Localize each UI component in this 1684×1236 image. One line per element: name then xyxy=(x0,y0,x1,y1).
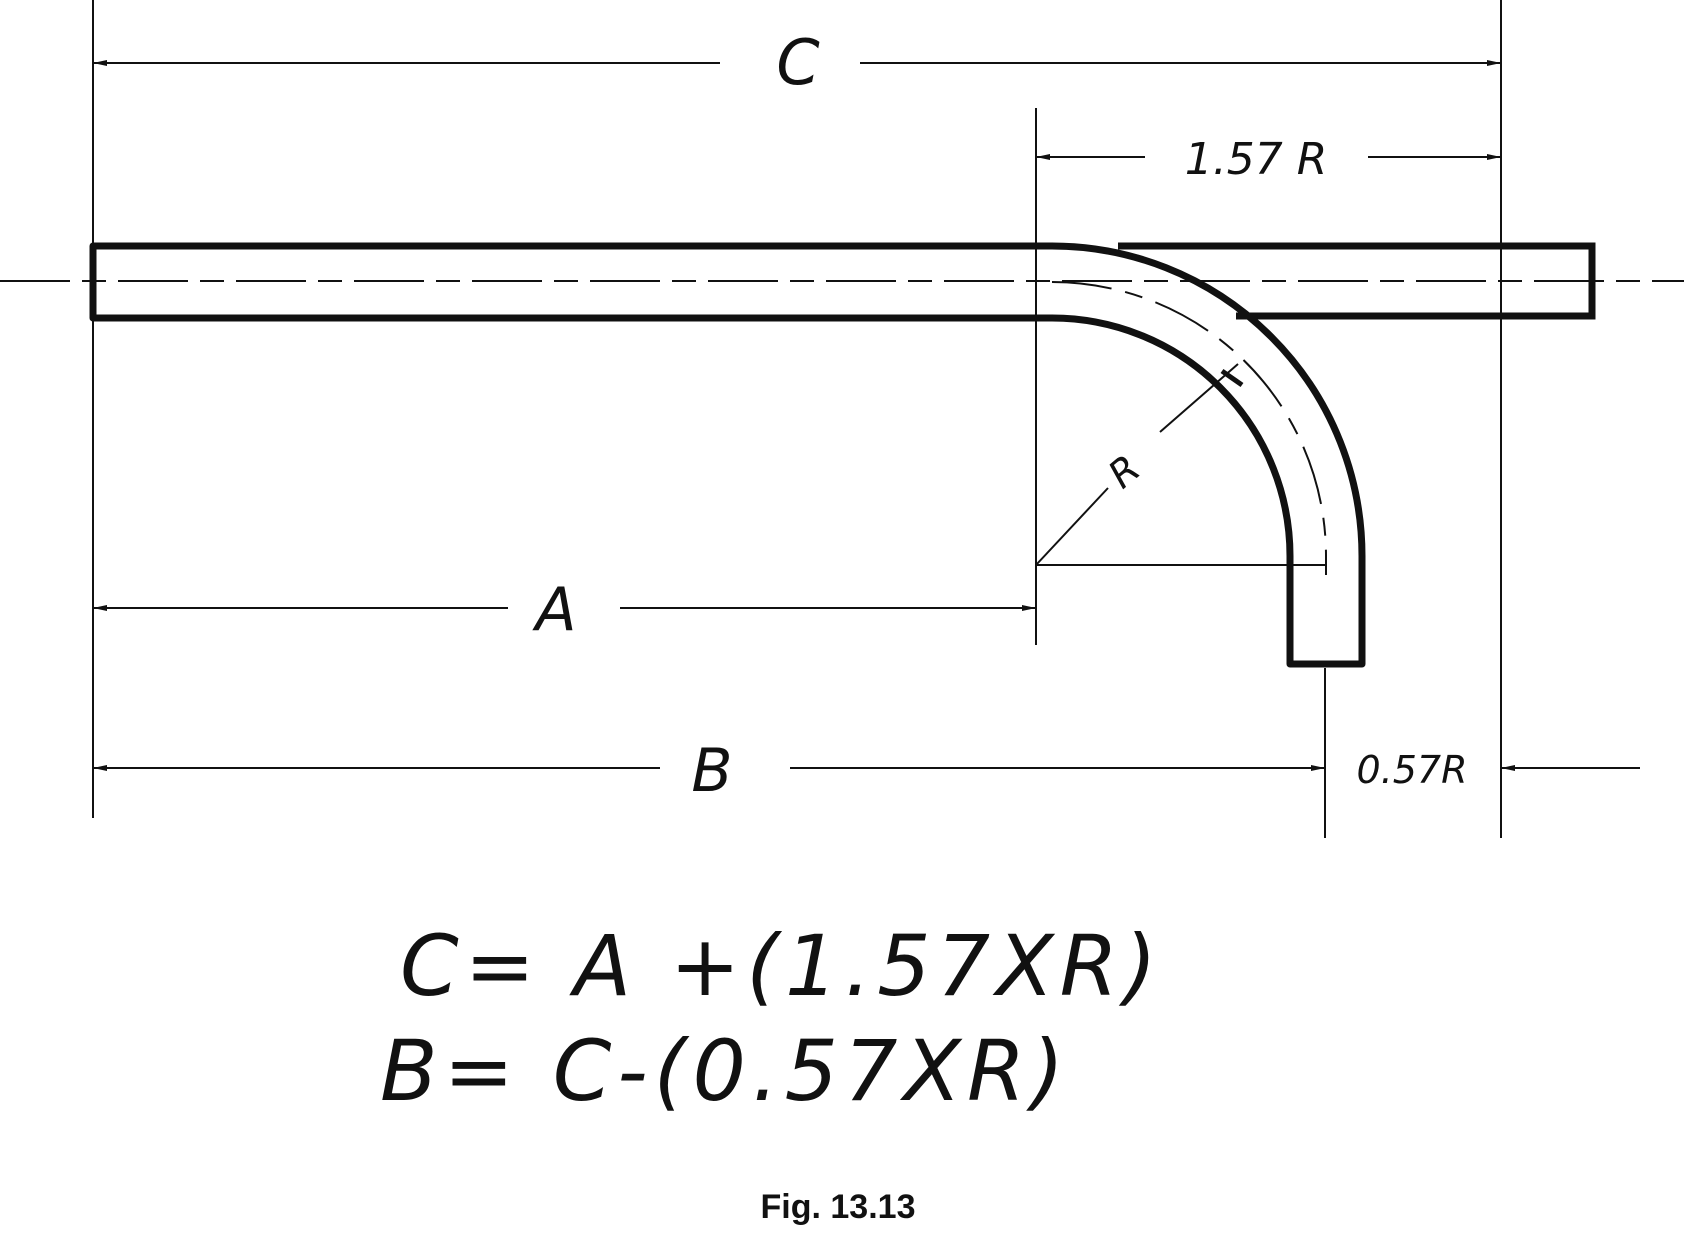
tube-centerline-arc xyxy=(1051,281,1327,575)
extension-lines xyxy=(92,0,1502,838)
formula-line-1: C= A +(1.57XR) xyxy=(400,917,1163,1015)
figure-caption: Fig. 13.13 xyxy=(761,1188,916,1226)
dimension-arc-length-label: 1.57 R xyxy=(1185,134,1328,185)
bent-tube xyxy=(89,242,1366,668)
formula-line-2: B= C-(0.57XR) xyxy=(380,1022,1070,1120)
tube-body xyxy=(89,242,1366,668)
phantom-tube-outline xyxy=(1118,242,1596,320)
dimension-offset-label: 0.57R xyxy=(1356,748,1467,792)
radius-tick xyxy=(1220,368,1244,388)
radius-leader-lower xyxy=(1035,487,1109,566)
dimension-c-label: C xyxy=(776,26,820,99)
dimension-b-label: B xyxy=(691,736,732,806)
dimension-a-label: A xyxy=(531,575,576,645)
straight-tube-phantom xyxy=(1118,242,1596,320)
radius-construction xyxy=(1035,363,1325,566)
